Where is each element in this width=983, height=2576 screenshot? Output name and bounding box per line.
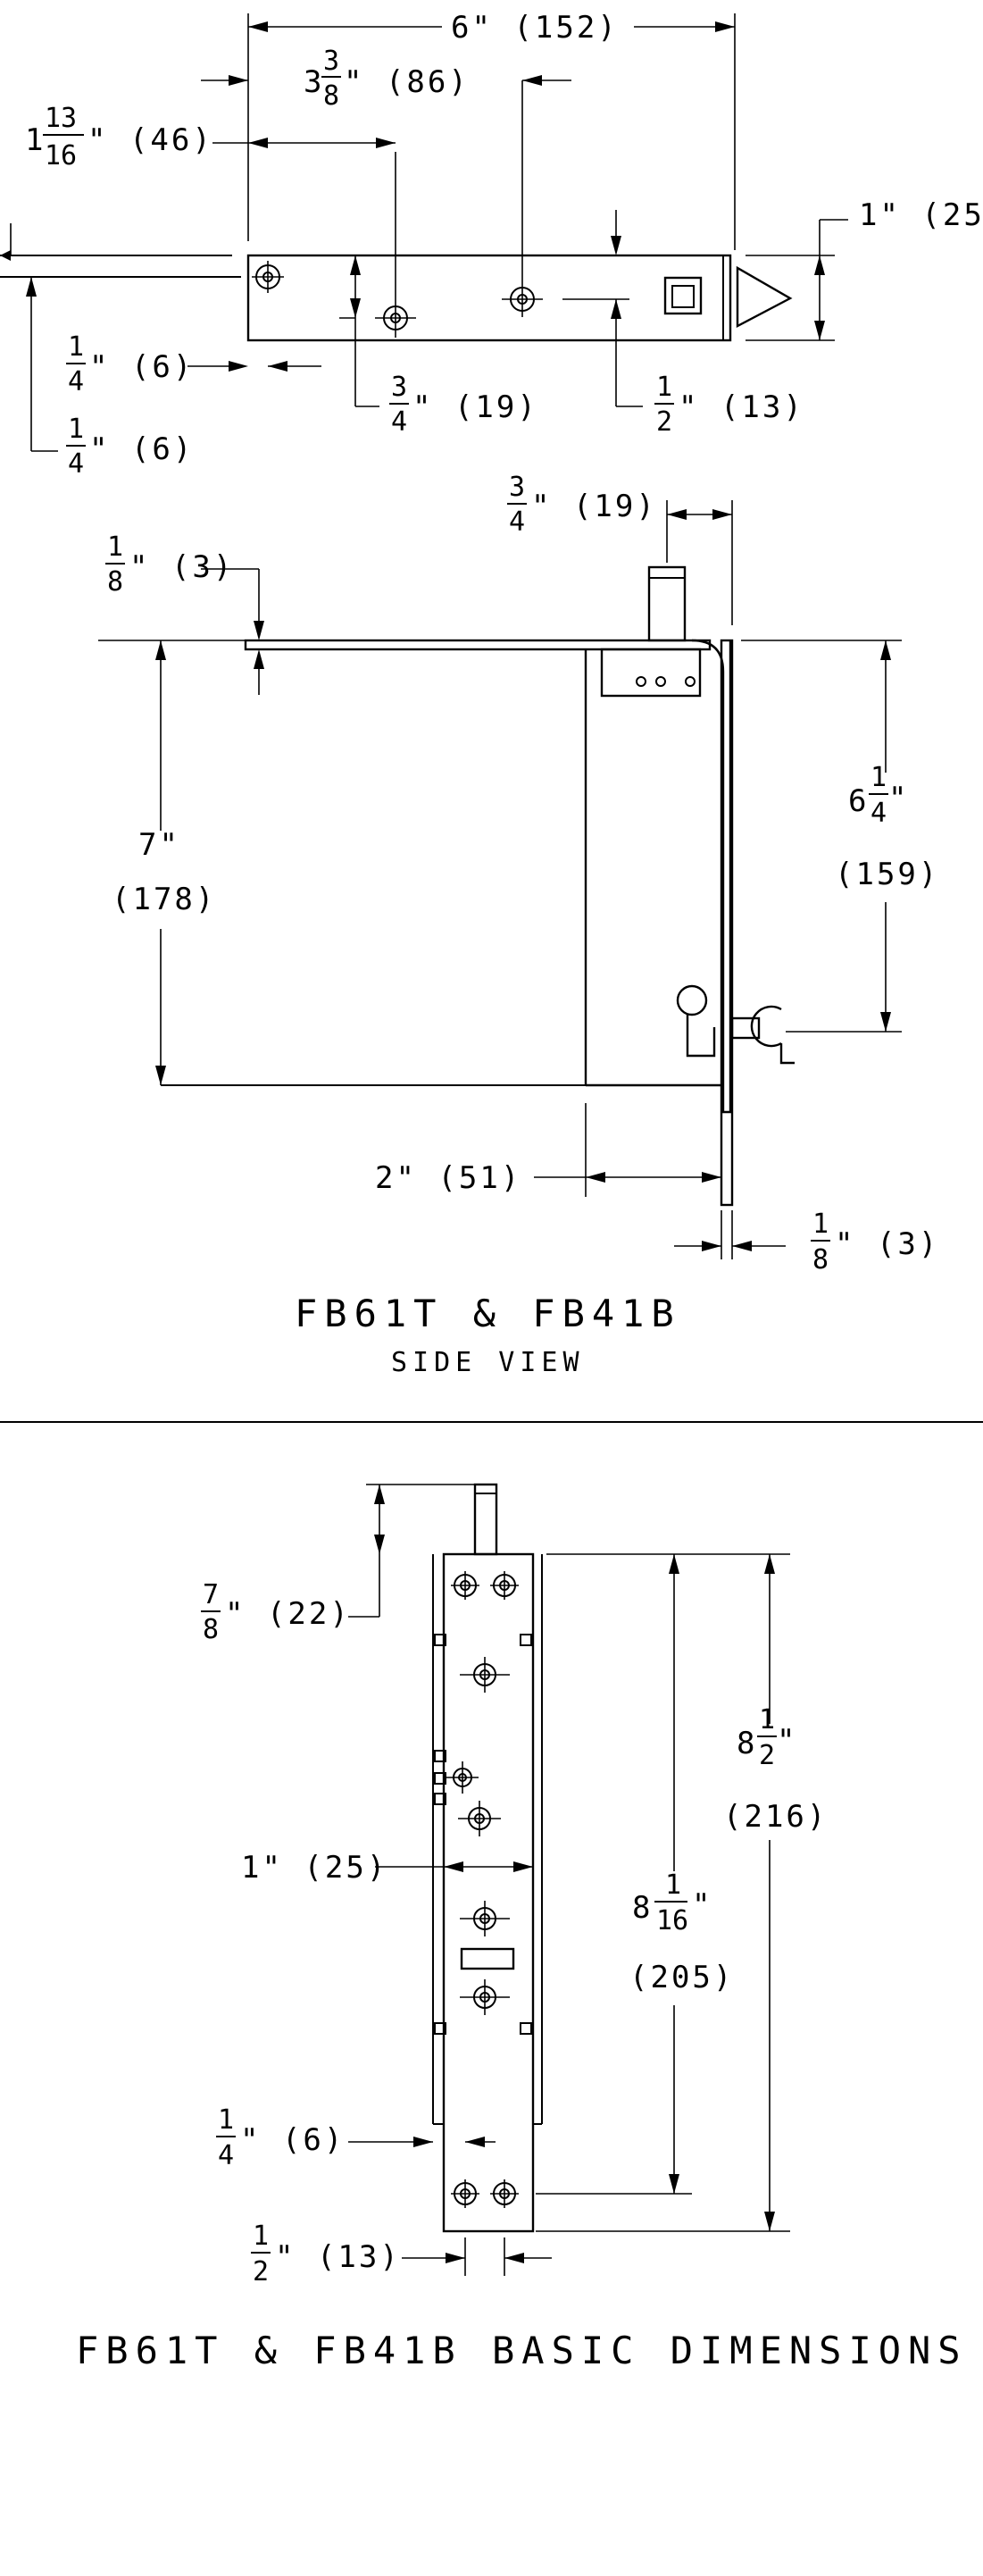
dim-hole3-whole: 3 — [304, 64, 324, 100]
dim-front-edge-den: 4 — [218, 2140, 234, 2171]
dim-offset-a-num: 3 — [391, 372, 407, 403]
dim-thick-den: 8 — [107, 566, 123, 598]
side-view-subtitle: SIDE VIEW — [391, 1347, 585, 1378]
lever-knob — [676, 984, 708, 1016]
dim-overall-length: 6" (152) — [451, 10, 619, 46]
dim-bolt-den: 4 — [509, 506, 525, 538]
dim-hole2-num: 13 — [45, 103, 77, 134]
mount-hole-1 — [252, 261, 284, 293]
dim-spacing-mm: " (13) — [275, 2239, 401, 2275]
dim-edge-a-den: 4 — [68, 366, 84, 397]
top-view: 6" (152) 3 3 8 " (86) 1 13 16 " (46) 1" … — [0, 10, 983, 480]
dim-thick-mm: " (3) — [129, 549, 234, 585]
dim-top-den: 8 — [203, 1614, 219, 1645]
dim-plate-mm: " (3) — [835, 1226, 939, 1262]
front-hole-1 — [451, 1571, 479, 1600]
face-plate-bend — [691, 639, 732, 1114]
dim-front-height-num: 1 — [759, 1704, 775, 1735]
dim-front-height-whole: 8 — [737, 1726, 757, 1761]
front-hole-2 — [490, 1571, 519, 1600]
latch-tip — [736, 265, 793, 328]
dim-edge-b-num: 1 — [68, 414, 84, 445]
keeper — [750, 1005, 795, 1065]
dim-inner-in-mark: " — [692, 1887, 712, 1923]
face-plate — [720, 639, 734, 1207]
dim-edge-b-mm: " (6) — [89, 431, 194, 467]
dim-front-edge-mm: " (6) — [240, 2122, 345, 2158]
dim-hole3-den: 8 — [323, 80, 339, 112]
dim-hole2-whole: 1 — [25, 122, 46, 158]
dim-inner-mm: (205) — [629, 1960, 734, 1995]
dim-front-height-in-mark: " — [777, 1723, 797, 1759]
lever-arm — [686, 1014, 716, 1058]
dim-edge-a-num: 1 — [68, 331, 84, 363]
dim-lever-den: 4 — [871, 798, 887, 829]
dim-bolt-width: 1" (25) — [859, 197, 983, 233]
front-view: 7 8 " (22) 1" (25) 8 1 2 " (216) 8 1 16 … — [76, 1483, 968, 2372]
dim-bolt-num: 3 — [509, 472, 525, 503]
front-hole-4 — [446, 1761, 479, 1794]
dim-offset-a-mm: " (19) — [412, 389, 538, 425]
dim-edge-b-den: 4 — [68, 448, 84, 480]
mount-hole-2 — [375, 152, 416, 338]
top-flange — [244, 639, 712, 651]
dim-offset-b-num: 1 — [656, 372, 672, 403]
dim-plate-den: 8 — [812, 1244, 829, 1275]
dim-offset-b-mm: " (13) — [679, 389, 804, 425]
dim-hole2-mm: " (46) — [87, 122, 213, 158]
dim-edge-a-mm: " (6) — [89, 349, 194, 385]
dim-offset-a-den: 4 — [391, 406, 407, 438]
dim-top-num: 7 — [203, 1579, 219, 1610]
front-hole-9 — [490, 2179, 519, 2208]
mount-hole-3 — [502, 80, 543, 317]
dim-front-edge-num: 1 — [218, 2104, 234, 2136]
front-hole-6 — [460, 1901, 510, 1936]
dim-top-mm: " (22) — [225, 1596, 351, 1632]
front-plate — [442, 1552, 535, 2233]
dim-thick-num: 1 — [107, 531, 123, 563]
dim-lever-whole: 6 — [848, 783, 869, 819]
dim-bolt-mm: " (19) — [531, 489, 657, 524]
dim-offset-b-den: 2 — [656, 406, 672, 438]
side-view-title: FB61T & FB41B — [295, 1292, 681, 1335]
dim-front-height-den: 2 — [759, 1740, 775, 1771]
dim-front-height-mm: (216) — [723, 1799, 828, 1835]
lever-slot-inner — [671, 285, 695, 308]
front-hole-7 — [460, 1979, 510, 2015]
front-view-title: FB61T & FB41B BASIC DIMENSIONS — [76, 2329, 968, 2372]
flush-bolt-body — [246, 254, 732, 342]
dim-spacing-num: 1 — [253, 2221, 269, 2252]
dim-depth: 2" (51) — [375, 1160, 521, 1196]
latch-stub — [730, 1016, 761, 1040]
dim-hole3-num: 3 — [323, 46, 339, 77]
front-hole-3 — [460, 1657, 510, 1693]
dim-front-width: 1" (25) — [241, 1850, 387, 1886]
dim-hole3-mm: " (86) — [344, 64, 470, 100]
dim-height-mm: (178) — [112, 882, 216, 917]
side-view: 3 4 " (19) 1 8 " (3) 7" (178) 6 1 4 " ( — [98, 472, 939, 1378]
dim-plate-num: 1 — [812, 1209, 829, 1240]
bracket — [600, 648, 702, 698]
dim-height-in: 7" — [138, 827, 180, 863]
front-hole-5 — [458, 1801, 501, 1836]
dim-inner-whole: 8 — [632, 1890, 653, 1926]
dim-lever-in-mark: " — [888, 781, 909, 816]
dim-inner-num: 1 — [665, 1869, 681, 1901]
front-hole-8 — [451, 2179, 479, 2208]
front-slot — [460, 1947, 515, 1970]
front-bolt — [473, 1483, 498, 1556]
dim-lever-num: 1 — [871, 762, 887, 793]
lever-slot — [663, 276, 703, 315]
dim-lever-mm: (159) — [835, 857, 939, 892]
dim-inner-den: 16 — [656, 1905, 688, 1936]
dim-hole2-den: 16 — [45, 140, 77, 171]
dim-spacing-den: 2 — [253, 2256, 269, 2287]
